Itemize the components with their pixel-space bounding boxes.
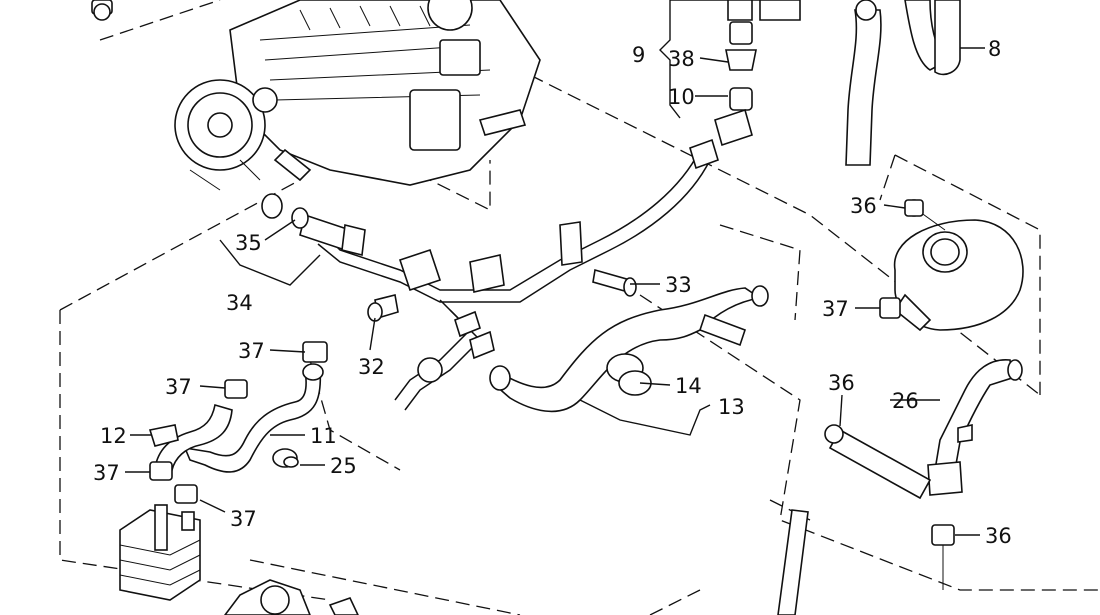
callout-9: 9 [632,43,645,67]
connector-36-bottom [931,524,955,590]
hose-stub-bottom [777,509,809,615]
callout-38: 38 [668,47,695,71]
expansion-tank [893,199,1024,332]
callout-37-bottom: 37 [230,507,257,531]
callout-36-mid: 36 [828,371,855,395]
connector-37-a [302,341,328,363]
callout-34: 34 [226,291,253,315]
coolant-pipe [317,138,719,303]
callout-12: 12 [100,424,127,448]
hose-11 [183,363,324,473]
oil-cooler [119,504,201,601]
connector-37-b [224,379,248,399]
hose-9-assembly [714,0,801,147]
callout-37-top-left: 37 [238,339,265,363]
callout-37-lower-left: 37 [93,461,120,485]
callout-32: 32 [358,355,385,379]
leader-lines [125,0,985,536]
callout-13: 13 [718,395,745,419]
callout-labels: 8 9 38 10 36 35 34 33 37 32 37 37 14 13 … [93,37,1012,548]
callout-8: 8 [988,37,1001,61]
callout-14: 14 [675,374,702,398]
callout-37-mid-left: 37 [165,375,192,399]
connector-37-d [174,484,198,504]
connector-37-c [149,461,173,481]
connector-37-tank [879,297,901,319]
pipe-end-34-35 [261,193,366,256]
callout-25: 25 [330,454,357,478]
callout-37-tank: 37 [822,297,849,321]
connector-36-top [904,199,924,217]
hose-diagonal [824,424,932,500]
engine-block [174,0,541,191]
callout-10: 10 [668,85,695,109]
hose-8 [845,0,961,166]
callout-11: 11 [310,424,337,448]
callout-26: 26 [892,389,919,413]
callout-35: 35 [235,231,262,255]
callout-36-bottom: 36 [985,524,1012,548]
pipe-branch [394,299,495,411]
callout-33: 33 [665,273,692,297]
thermostat-housing-fragment [224,579,359,615]
hose-26 [927,359,1023,496]
clamp-14 [606,353,652,396]
clip-25 [272,448,299,468]
bolt-32 [367,294,399,322]
callout-36-top: 36 [850,194,877,218]
clamp-fragment-top-left [91,0,113,21]
bolt-33 [592,268,637,297]
